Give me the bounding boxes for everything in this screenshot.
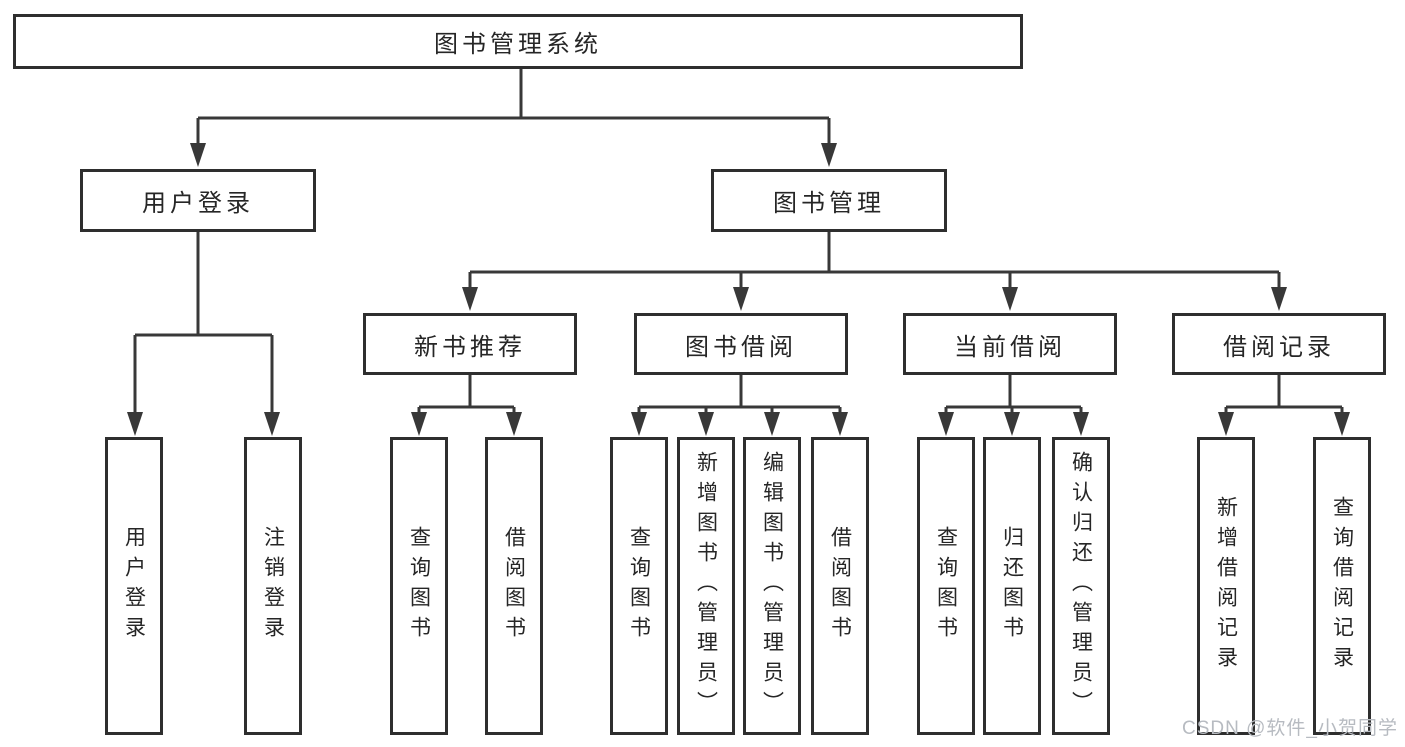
- leaf-recommend-query-books: 查询图书: [390, 437, 448, 735]
- leaf-edit-books-admin: 编辑图书（管理员）: [743, 437, 801, 735]
- leaf-confirm-return-admin: 确认归还（管理员）: [1052, 437, 1110, 735]
- leaf-add-borrow-record: 新增借阅记录: [1197, 437, 1255, 735]
- node-book-borrowing: 图书借阅: [634, 313, 848, 375]
- arrowheads: [127, 143, 1350, 436]
- leaf-borrowing-borrow-books: 借阅图书: [811, 437, 869, 735]
- leaf-current-query-books: 查询图书: [917, 437, 975, 735]
- leaf-logout-login: 注销登录: [244, 437, 302, 735]
- leaf-query-borrow-record: 查询借阅记录: [1313, 437, 1371, 735]
- node-book-management: 图书管理: [711, 169, 947, 232]
- leaf-recommend-borrow-books: 借阅图书: [485, 437, 543, 735]
- leaf-add-books-admin: 新增图书（管理员）: [677, 437, 735, 735]
- node-user-login: 用户登录: [80, 169, 316, 232]
- node-borrowing-records: 借阅记录: [1172, 313, 1386, 375]
- node-new-book-recommend: 新书推荐: [363, 313, 577, 375]
- node-current-borrowing: 当前借阅: [903, 313, 1117, 375]
- leaf-return-books: 归还图书: [983, 437, 1041, 735]
- connector-paths: [133, 69, 1344, 415]
- leaf-user-login: 用户登录: [105, 437, 163, 735]
- csdn-watermark: CSDN @软件_小贺同学: [1182, 718, 1398, 739]
- node-library-management-system: 图书管理系统: [13, 14, 1023, 69]
- leaf-borrowing-query-books: 查询图书: [610, 437, 668, 735]
